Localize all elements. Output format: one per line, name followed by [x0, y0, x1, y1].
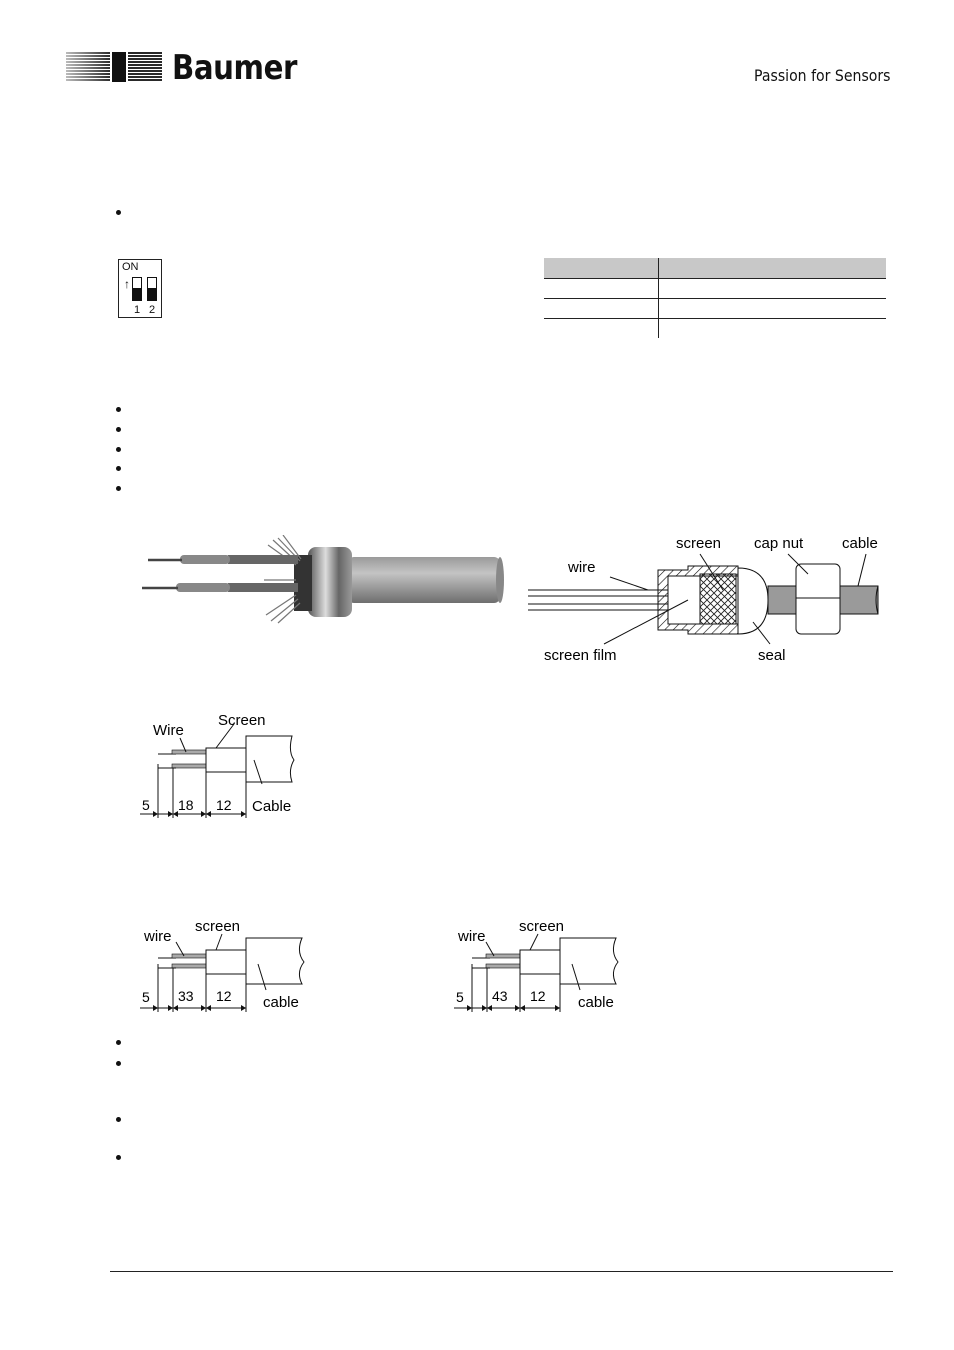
- dip-switch: ON ↑ 1 2: [118, 259, 162, 318]
- dimension-label: 18: [178, 797, 194, 813]
- bullet: [116, 1040, 121, 1045]
- dimension-label: 5: [456, 989, 464, 1005]
- label-screen: Screen: [218, 712, 266, 729]
- bullet: [116, 407, 121, 412]
- label-cable: Cable: [252, 798, 291, 815]
- dimension-label: 43: [492, 988, 508, 1004]
- label-wire: wire: [457, 928, 486, 945]
- baumer-logo-mark: [66, 52, 162, 82]
- label-cap-nut: cap nut: [754, 535, 804, 552]
- settings-table: [544, 258, 886, 338]
- label-cable: cable: [263, 994, 299, 1011]
- footer-divider: [110, 1271, 893, 1272]
- bullet: [116, 447, 121, 452]
- label-cable: cable: [578, 994, 614, 1011]
- label-screen-film: screen film: [544, 647, 617, 664]
- table-cell: [658, 278, 886, 299]
- bullet: [116, 466, 121, 471]
- arrow-up-icon: ↑: [124, 277, 130, 291]
- label-seal: seal: [758, 647, 786, 664]
- table-header-cell: [658, 258, 886, 279]
- bullet: [116, 1155, 121, 1160]
- bullet: [116, 486, 121, 491]
- dip-number-2: 2: [149, 304, 156, 316]
- label-cable: cable: [842, 535, 878, 552]
- label-screen: screen: [519, 918, 564, 935]
- label-screen: screen: [195, 918, 240, 935]
- dip-switch-1: [132, 277, 142, 301]
- cable-gland-photo: [142, 535, 504, 624]
- strip-length-diagram-1: Wire Screen Cable 5 18 12: [140, 712, 295, 818]
- label-wire: wire: [567, 559, 596, 576]
- table-header-row: [544, 258, 886, 279]
- dip-number-1: 1: [134, 304, 141, 316]
- table-cell: [544, 298, 659, 319]
- tagline: Passion for Sensors: [754, 66, 891, 85]
- gland-cross-section-diagram: wire screen cap nut cable screen film se…: [528, 535, 879, 664]
- dimension-label: 33: [178, 988, 194, 1004]
- dimension-label: 5: [142, 989, 150, 1005]
- dimension-label: 12: [216, 797, 232, 813]
- bullet: [116, 427, 121, 432]
- strip-length-diagram-3: wire screen cable 5 43 12: [454, 918, 619, 1012]
- dimension-label: 5: [142, 797, 150, 813]
- table-cell: [544, 318, 659, 338]
- table-header-cell: [544, 258, 659, 279]
- table-cell: [659, 319, 887, 339]
- bullet: [116, 1117, 121, 1122]
- strip-length-diagram-2: wire screen cable 5 33 12: [140, 918, 305, 1012]
- table-row: [544, 318, 887, 339]
- brand-name: Baumer: [172, 48, 297, 88]
- table-row: [544, 298, 886, 319]
- label-wire: wire: [143, 928, 172, 945]
- table-cell: [658, 298, 886, 319]
- bullet: [116, 210, 121, 215]
- dimension-label: 12: [530, 988, 546, 1004]
- table-row: [544, 278, 886, 299]
- bullet: [116, 1061, 121, 1066]
- dip-on-label: ON: [122, 261, 139, 273]
- label-wire: Wire: [153, 722, 184, 739]
- table-cell: [544, 278, 659, 299]
- dimension-label: 12: [216, 988, 232, 1004]
- label-screen: screen: [676, 535, 721, 552]
- dip-switch-2: [147, 277, 157, 301]
